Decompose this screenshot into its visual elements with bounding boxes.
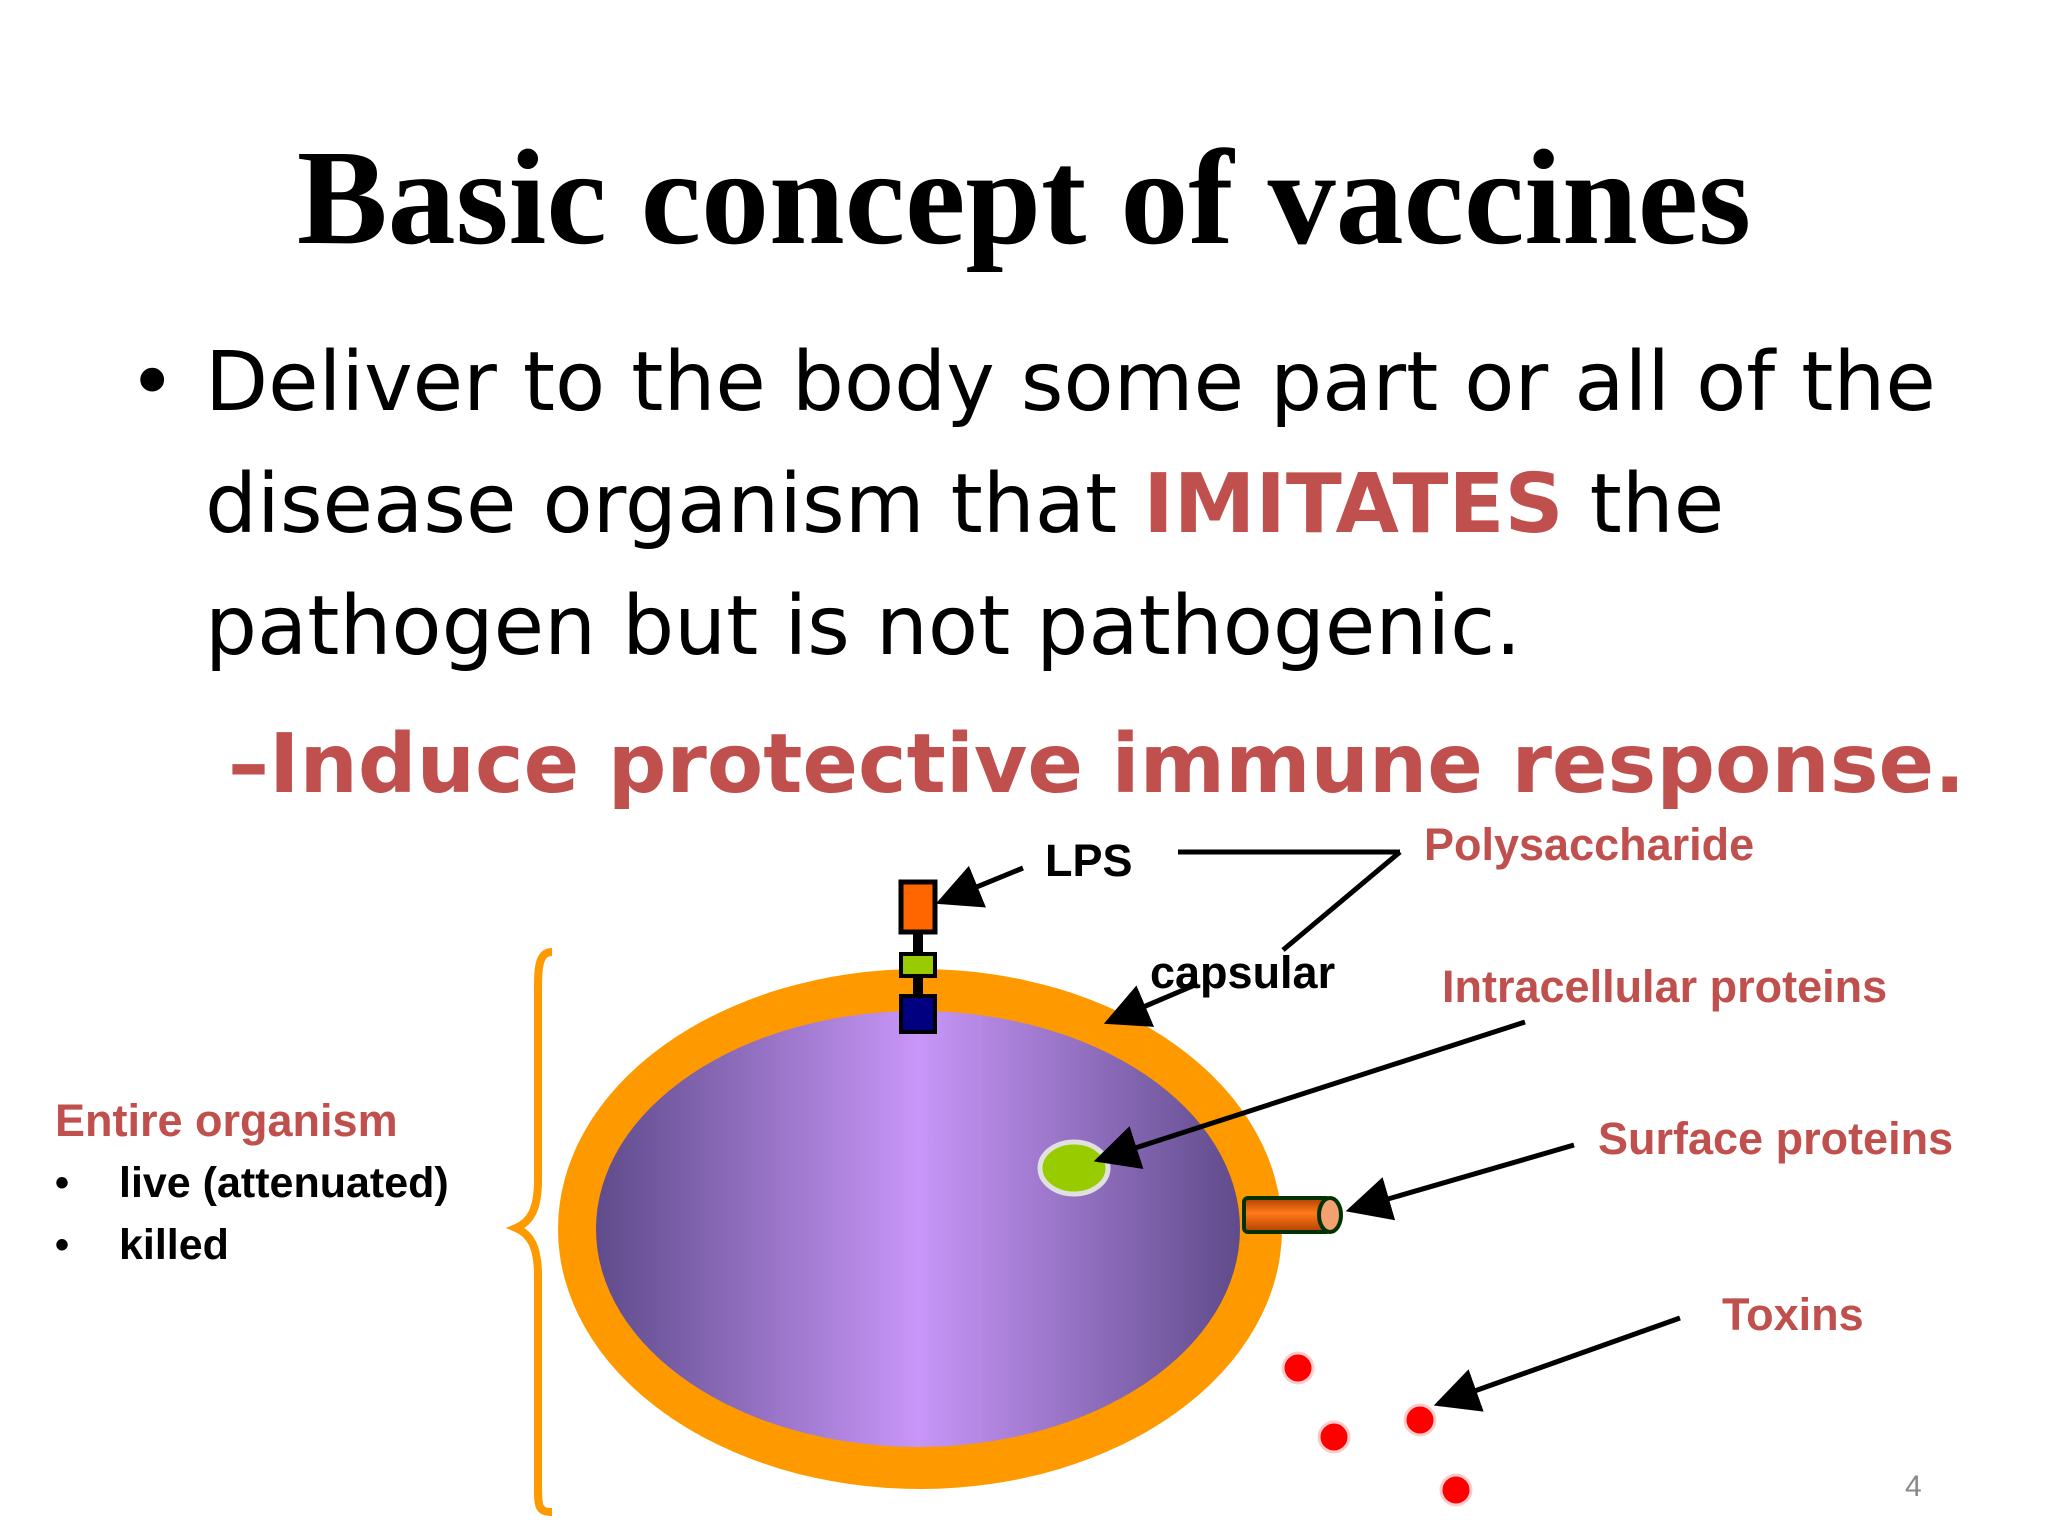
label-lps: LPS (1045, 835, 1133, 886)
toxins-arrow (1433, 1315, 1681, 1412)
surface-protein-arrow (1345, 1142, 1575, 1221)
surface-protein-cap (1317, 1196, 1343, 1234)
intracellular-arrow (1093, 1019, 1526, 1169)
label-intracellular-proteins: Intracellular proteins (1442, 961, 1888, 1012)
intracellular-protein (1037, 1139, 1111, 1197)
toxin-dot (1439, 1473, 1473, 1507)
lps-connector (913, 932, 923, 954)
list-item: • killed (55, 1214, 475, 1276)
cell-body (596, 1011, 1240, 1447)
toxin-dot (1403, 1403, 1437, 1437)
toxin-dot (1317, 1420, 1351, 1454)
main-bullet: Deliver to the body some part or all of … (205, 322, 1965, 688)
slide-title: Basic concept of vaccines (296, 123, 1752, 273)
bullet-marker: • (128, 335, 177, 430)
bullet-dot: • (55, 1161, 70, 1205)
polysaccharide-line-diag (1281, 850, 1402, 952)
lps-arrow (935, 865, 1024, 908)
lps-blue-block (899, 994, 937, 1034)
list-item-text: killed (119, 1221, 229, 1269)
bullet-text-after: the pathogen but is not pathogenic. (205, 457, 1725, 674)
lps-connector-2 (913, 976, 923, 996)
lps-orange-block (898, 879, 938, 935)
bullet-text-before: Deliver to the body some part or all of … (205, 335, 1936, 552)
list-item-text: live (attenuated) (119, 1159, 449, 1207)
toxin-dot (1281, 1351, 1315, 1385)
bullet-dot: • (55, 1223, 70, 1267)
label-surface-proteins: Surface proteins (1598, 1113, 1954, 1164)
page-number: 4 (1905, 1470, 1922, 1503)
sub-bullet: –Induce protective immune response. (228, 717, 1966, 812)
label-toxins: Toxins (1722, 1289, 1864, 1340)
curly-brace (505, 948, 553, 1516)
label-capsular: capsular (1150, 947, 1336, 998)
bullet-highlight: IMITATES (1143, 457, 1564, 552)
entire-organism-list: Entire organism • live (attenuated) • kill… (55, 1090, 475, 1276)
capsular-arrow (1103, 982, 1196, 1027)
entire-organism-heading: Entire organism (55, 1095, 398, 1146)
label-polysaccharide: Polysaccharide (1424, 819, 1755, 870)
lps-green-block (899, 952, 937, 978)
list-item: • live (attenuated) (55, 1152, 475, 1214)
